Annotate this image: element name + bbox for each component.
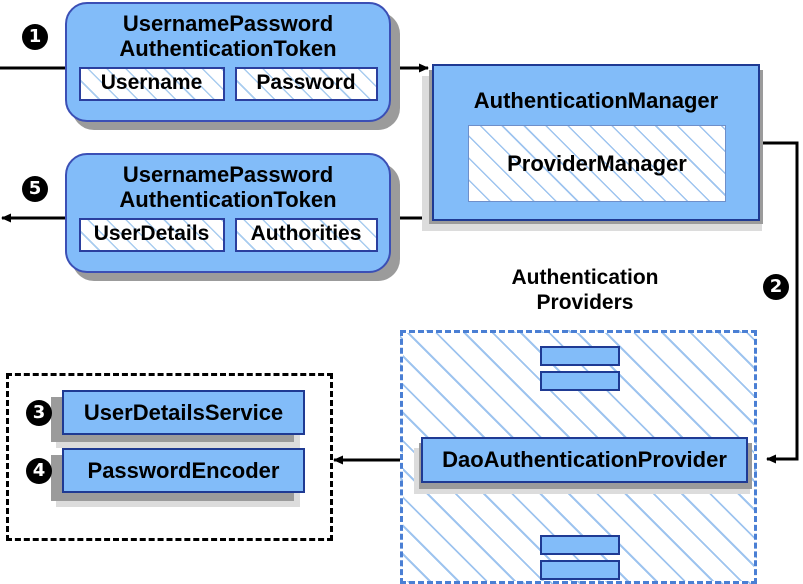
request-token-title: UsernamePassword AuthenticationToken — [119, 11, 337, 61]
authentication-manager-card: AuthenticationManager ProviderManager — [432, 64, 760, 221]
response-token-field-authorities: Authorities — [234, 218, 378, 252]
authentication-manager-title: AuthenticationManager — [473, 88, 719, 113]
provider-manager-box: ProviderManager — [468, 125, 726, 202]
step-badge-3: 3 — [26, 400, 52, 426]
step-badge-4: 4 — [26, 458, 52, 484]
other-provider-bar-top-1 — [540, 346, 620, 366]
manager-to-provider-path — [760, 141, 799, 464]
response-token-fields: UserDetails Authorities — [78, 218, 378, 252]
step-badge-1: 1 — [22, 24, 48, 50]
passwordencoder-card: PasswordEncoder — [62, 448, 305, 493]
request-token-fields: Username Password — [78, 67, 378, 101]
step-badge-5: 5 — [22, 176, 48, 202]
response-token-title: UsernamePassword AuthenticationToken — [119, 162, 337, 212]
request-token-card: UsernamePassword AuthenticationToken Use… — [65, 2, 391, 122]
other-provider-bar-top-2 — [540, 371, 620, 391]
other-provider-bar-bottom-1 — [540, 535, 620, 555]
step-badge-2: 2 — [763, 274, 789, 300]
dao-authentication-provider-card: DaoAuthenticationProvider — [421, 437, 748, 483]
response-token-field-userdetails: UserDetails — [78, 218, 225, 252]
response-token-card: UsernamePassword AuthenticationToken Use… — [65, 153, 391, 273]
request-token-field-username: Username — [78, 67, 225, 101]
request-token-field-password: Password — [234, 67, 378, 101]
userdetailsservice-card: UserDetailsService — [62, 390, 305, 435]
authentication-providers-caption: Authentication Providers — [511, 266, 659, 314]
other-provider-bar-bottom-2 — [540, 560, 620, 580]
